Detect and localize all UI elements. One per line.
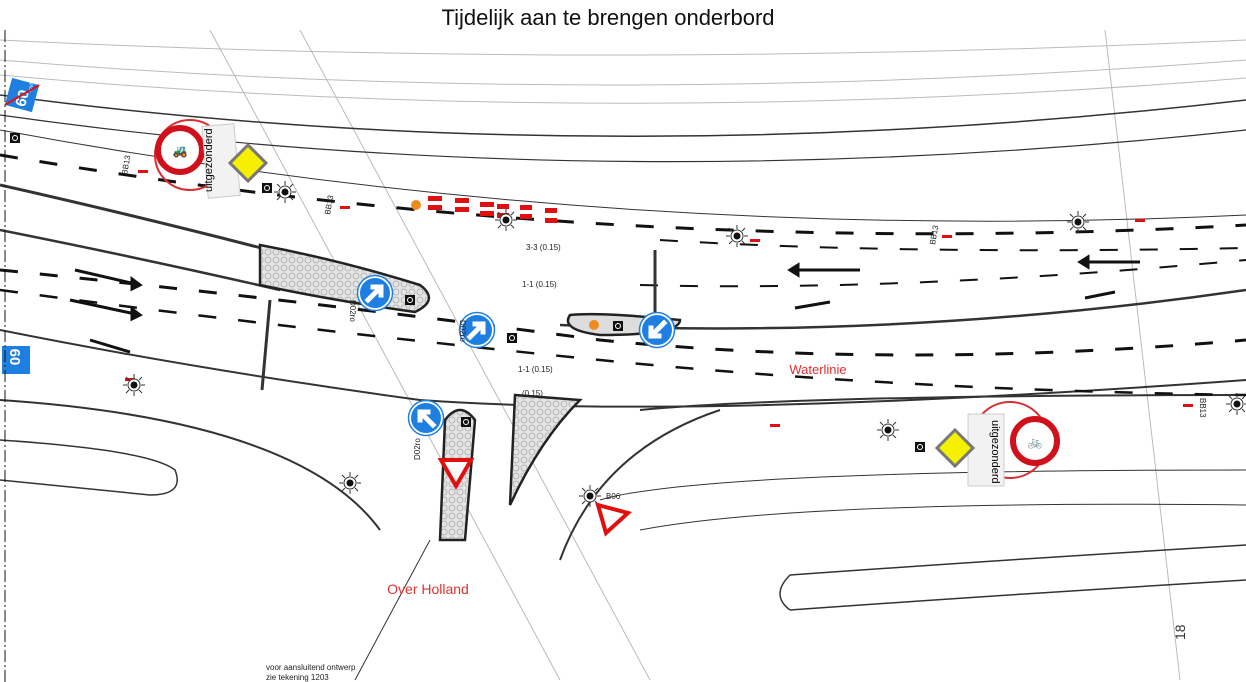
onderbord-group-right: uitgezonderd 🚲 (934, 401, 1060, 487)
svg-text:🚜: 🚜 (173, 144, 188, 158)
onderbord-text: uitgezonderd (989, 420, 1001, 484)
chainage-label: 18 (1172, 624, 1188, 640)
camera-icon (460, 416, 472, 428)
camera-icon (9, 132, 21, 144)
street-light-icon (273, 180, 297, 204)
street-light-icon (122, 373, 146, 397)
end-speed-limit-sign: 60 km/h (4, 77, 40, 113)
keep-right-sign-icon (640, 313, 675, 348)
sign-code-label: BB13 (1198, 398, 1207, 418)
road-design-drawing: 60 km/h 60 🚜 uitgezonderd uitgezonderd 🚲… (0, 30, 1246, 682)
note-text: voor aansluitend ontwerp (266, 663, 356, 672)
speed-value: 60 (6, 349, 23, 366)
diagram-title: Tijdelijk aan te brengen onderbord (441, 5, 775, 30)
keep-right-sign-icon (409, 401, 444, 436)
street-light-icon (1225, 392, 1246, 416)
camera-icon (404, 294, 416, 306)
sign-code-label: BB13 (120, 154, 132, 175)
orange-beacon (589, 320, 599, 330)
orange-beacon (411, 200, 421, 210)
yield-sign-icon (437, 458, 475, 491)
direction-arrows (69, 254, 1140, 354)
sign-code-label: B06 (606, 492, 621, 501)
sign-code-label: D02ro (348, 300, 357, 322)
camera-icon (506, 332, 518, 344)
sign-code-label: BB13 (323, 194, 335, 215)
marking-label: (0.15) (522, 389, 543, 398)
note-text: zie tekening 1203 (266, 673, 329, 682)
sign-code-label: D02ro (458, 320, 467, 342)
speed-limit-sign: 60 (2, 346, 30, 374)
street-light-icon (1066, 210, 1090, 234)
priority-road-sign-icon (227, 142, 269, 184)
street-light-icon (725, 224, 749, 248)
background-lines (0, 30, 1246, 681)
keep-right-sign-icon (358, 276, 393, 311)
svg-text:🚲: 🚲 (1028, 435, 1043, 449)
street-light-icon (494, 208, 518, 232)
camera-icon (914, 441, 926, 453)
street-label-over-holland: Over Holland (387, 581, 469, 597)
street-light-icon (876, 418, 900, 442)
closed-to-vehicles-sign-icon (1010, 416, 1060, 466)
marking-label: 3-3 (0.15) (526, 243, 561, 252)
marking-label: 1-1 (0.15) (518, 365, 553, 374)
onderbord-text: uitgezonderd (203, 128, 215, 192)
street-light-icon (338, 471, 362, 495)
street-label-waterlinie: Waterlinie (789, 362, 846, 377)
onderbord-group-left: 🚜 uitgezonderd (154, 119, 269, 199)
yield-sign-icon (595, 502, 633, 537)
speed-value: 60 (12, 88, 33, 109)
marking-label: 1-1 (0.15) (522, 280, 557, 289)
camera-icon (261, 182, 273, 194)
priority-road-sign-icon (934, 427, 976, 469)
camera-icon (612, 320, 624, 332)
speed-unit: km/h (27, 81, 36, 93)
sign-code-label: D02ro (413, 438, 422, 460)
sign-code-label: BB13 (928, 224, 940, 245)
leader-line (354, 539, 431, 681)
closed-to-vehicles-sign-icon (155, 125, 205, 175)
lane-markings (0, 153, 1246, 397)
barriers (125, 170, 1193, 427)
